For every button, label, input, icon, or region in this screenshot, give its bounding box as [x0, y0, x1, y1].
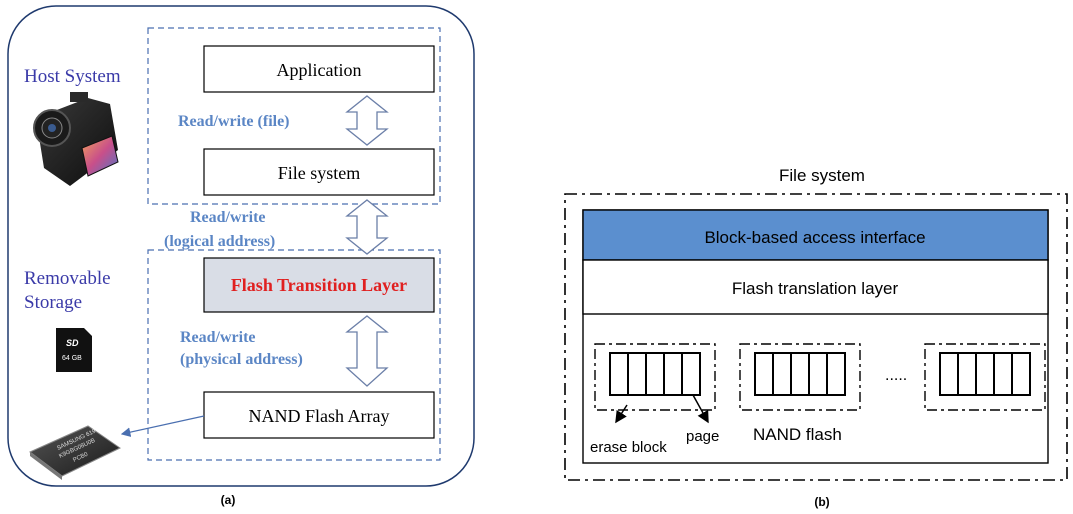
nand-flash-label: NAND flash — [753, 425, 842, 444]
file-system-label: File system — [278, 163, 361, 183]
nand-array-label: NAND Flash Array — [249, 406, 390, 426]
double-arrow-logical — [345, 199, 389, 255]
nand-chip-image: SAMSUNG 619 K9GBG08U0B PCB0 — [29, 425, 121, 480]
sd-card-image: SD 64 GB — [56, 328, 92, 372]
nand-to-chip-arrow — [120, 415, 205, 437]
page-row-1 — [609, 352, 701, 396]
sd-logo-text: SD — [66, 338, 79, 348]
page-row-3 — [939, 352, 1031, 396]
application-label: Application — [277, 60, 362, 80]
rw-physical-label-line2: (physical address) — [180, 351, 303, 368]
ellipsis: ..... — [885, 367, 907, 384]
interface-label: Block-based access interface — [704, 228, 925, 247]
page-label: page — [686, 428, 719, 445]
caption-b: (b) — [814, 495, 829, 509]
caption-a: (a) — [221, 493, 236, 507]
page-pointer — [692, 394, 709, 424]
application-box — [203, 45, 435, 93]
ftl-layer-label: Flash translation layer — [732, 279, 899, 298]
double-arrow-file — [345, 95, 389, 146]
rw-physical-label-line1: Read/write — [180, 329, 256, 346]
removable-storage-label-line2: Storage — [24, 292, 82, 313]
nand-array-box — [203, 391, 435, 439]
removable-storage-label-line1: Removable — [24, 268, 111, 289]
file-system-box — [203, 148, 435, 196]
erase-block-2 — [739, 343, 861, 411]
removable-dashed-region — [147, 249, 441, 461]
erase-block-pointer — [615, 404, 628, 424]
interface-layer — [582, 209, 1049, 261]
outer-frame — [7, 5, 475, 487]
ftl-label: Flash Transition Layer — [231, 275, 407, 295]
page-row-2 — [754, 352, 846, 396]
host-dashed-region — [147, 27, 441, 205]
ftl-layer — [582, 259, 1049, 315]
camera-image — [33, 92, 119, 186]
figure-a: Host System Removable Storage SD 64 GB S… — [7, 5, 475, 507]
file-system-title: File system — [779, 166, 865, 185]
sd-capacity-text: 64 GB — [62, 355, 82, 362]
figure-b: File system Block-based access interface… — [564, 166, 1068, 509]
rw-file-label: Read/write (file) — [178, 113, 290, 130]
rw-logical-label-line1: Read/write — [190, 209, 266, 226]
erase-block-3 — [924, 343, 1046, 411]
erase-block-label: erase block — [590, 439, 667, 456]
outer-dashdot-frame — [564, 193, 1068, 481]
ftl-box — [203, 257, 435, 313]
rw-logical-label-line2: (logical address) — [164, 233, 275, 250]
double-arrow-physical — [345, 315, 389, 387]
erase-block-1 — [594, 343, 716, 411]
host-system-label: Host System — [24, 66, 121, 87]
